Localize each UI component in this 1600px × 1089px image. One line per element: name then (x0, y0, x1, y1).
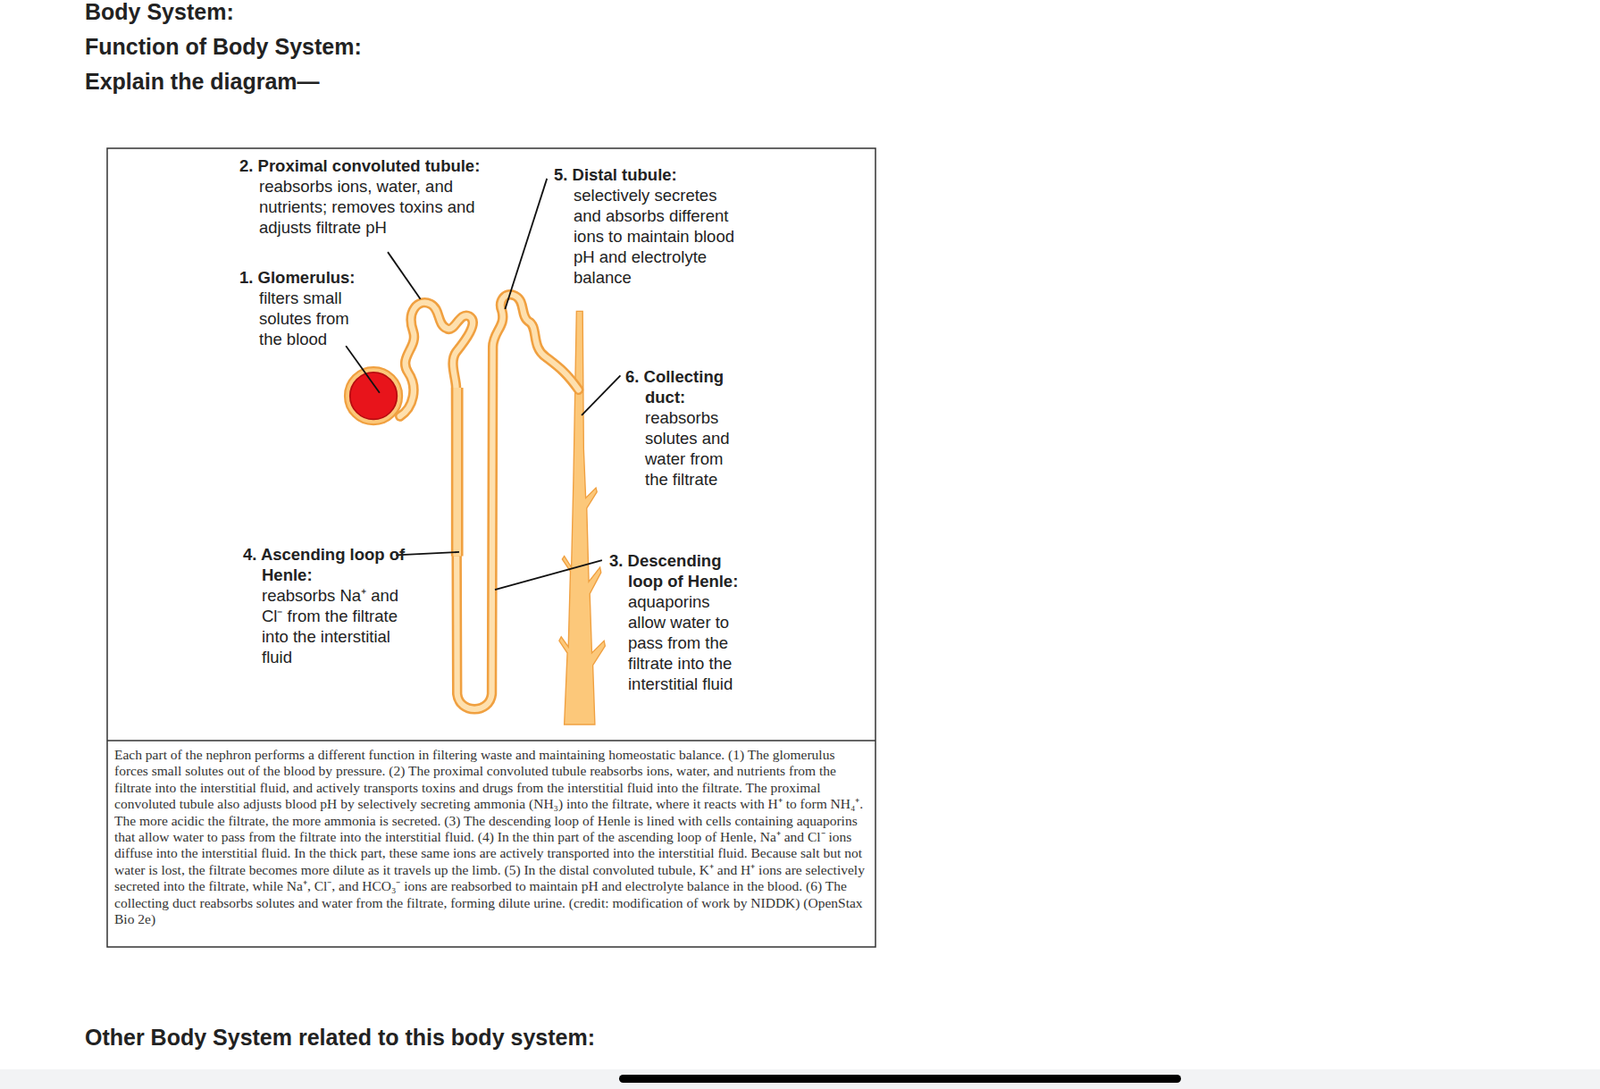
leader-line (387, 251, 421, 300)
form-heading: Function of Body System: (84, 33, 362, 60)
home-indicator (619, 1074, 1182, 1083)
leader-line (581, 375, 620, 416)
bottom-band (0, 1069, 1600, 1089)
thick-limb (451, 387, 464, 556)
callout-text: reabsorbs solutes and water from the fil… (645, 407, 738, 490)
leader-line (395, 552, 460, 555)
renal-tubule (400, 294, 579, 710)
callout-text: selectively secretes and absorbs differe… (573, 184, 749, 288)
callout-heading: 4. Ascending loop of Henle: (242, 544, 421, 586)
glomerulus (350, 372, 398, 420)
caption-divider (107, 739, 876, 742)
callout-text: aquaporins allow water to pass from the … (628, 591, 741, 695)
figure-caption: Each part of the nephron performs a diff… (114, 746, 871, 928)
leader-line (494, 560, 603, 590)
form-heading: Other Body System related to this body s… (84, 1023, 595, 1051)
leader-line (345, 345, 380, 394)
callout-text: reabsorbs ions, water, and nutrients; re… (259, 175, 476, 238)
bowman-capsule (344, 367, 403, 425)
form-heading: Explain the diagram— (84, 67, 320, 95)
leader-line (504, 178, 547, 310)
callout-heading: 5. Distal tubule: (553, 164, 733, 185)
form-heading: Body System: (84, 0, 235, 26)
callout-text: reabsorbs Na⁺ and Cl⁻ from the filtrate … (261, 585, 416, 668)
callout-heading: 1. Glomerulus: (239, 267, 383, 288)
callout-heading: 2. Proximal convoluted tubule: (239, 155, 508, 176)
thick-limb-lumen (452, 387, 461, 556)
callout-text: filters small solutes from the blood (259, 287, 361, 350)
callout-heading: 3. Descending loop of Henle: (609, 550, 755, 592)
callout-heading: 6. Collecting duct: (625, 366, 762, 408)
tubule-lumen (400, 294, 579, 710)
figure-frame (107, 148, 876, 947)
